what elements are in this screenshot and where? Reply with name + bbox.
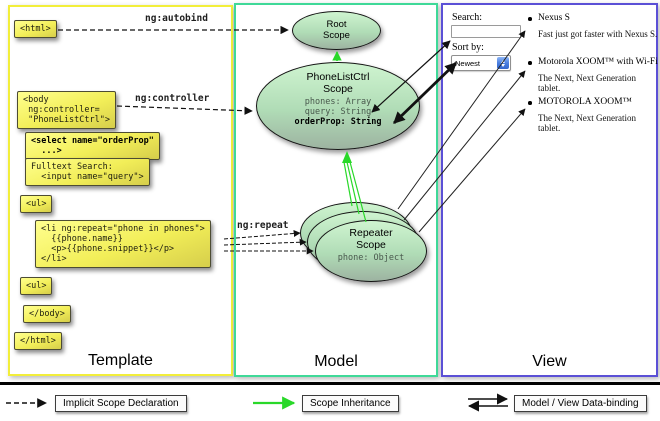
view-item-desc: The Next, Next Generation tablet. <box>538 113 636 133</box>
repeater-scope-prop: phone: Object <box>337 253 405 263</box>
view-panel-title: View <box>532 353 567 370</box>
view-item-title: Nexus S <box>538 13 570 23</box>
repeater-scope-ellipse: Repeater Scope phone: Object <box>315 220 427 282</box>
model-panel-title: Model <box>314 353 358 370</box>
stepper-down-icon <box>501 63 505 67</box>
root-scope-ellipse: Root Scope <box>292 11 381 50</box>
code-box-li-repeat: <li ng:repeat="phone in phones"> {{phone… <box>35 220 211 268</box>
template-panel-title: Template <box>88 352 153 369</box>
view-item-title: Motorola XOOM™ with Wi-Fi <box>538 57 658 67</box>
phonelistctrl-scope-orderprop: orderProp: String <box>294 117 382 127</box>
phonelistctrl-scope-title: PhoneListCtrl Scope <box>306 71 370 95</box>
ng-controller-label: ng:controller <box>135 93 210 104</box>
phonelistctrl-scope-ellipse: PhoneListCtrl Scope phones: Array query:… <box>256 62 420 150</box>
model-panel: Model <box>234 3 438 377</box>
code-box-body-close: </body> <box>23 305 71 323</box>
view-item-desc: The Next, Next Generation tablet. <box>538 73 636 93</box>
view-item-title: MOTOROLA XOOM™ <box>538 97 632 107</box>
code-box-html-close: </html> <box>14 332 62 350</box>
code-box-html-open: <html> <box>14 20 57 38</box>
ng-repeat-label: ng:repeat <box>237 220 289 231</box>
code-box-ul-open: <ul> <box>20 195 53 213</box>
legend-implicit-scope: Implicit Scope Declaration <box>55 395 187 412</box>
code-box-body-open: <body ng:controller= "PhoneListCtrl"> <box>17 91 116 129</box>
legend-scope-inheritance: Scope Inheritance <box>302 395 399 412</box>
phonelistctrl-scope-props: phones: Array query: String <box>304 97 372 117</box>
sort-by-label: Sort by: <box>452 42 484 53</box>
code-box-select-orderprop: <select name="orderProp" ...> <box>25 132 160 160</box>
select-stepper-icon <box>497 57 509 69</box>
sort-select-value: Newest <box>455 58 481 68</box>
ng-autobind-label: ng:autobind <box>145 13 208 24</box>
view-item-desc: Fast just got faster with Nexus S. <box>538 29 658 39</box>
bullet-icon <box>528 61 532 65</box>
search-label: Search: <box>452 12 482 23</box>
legend-separator <box>0 382 660 385</box>
code-box-fulltext-search: Fulltext Search: <input name="query"> <box>25 158 150 186</box>
sort-select[interactable]: Newest <box>451 55 511 71</box>
root-scope-title: Root Scope <box>323 19 350 41</box>
bullet-icon <box>528 17 532 21</box>
search-input[interactable] <box>451 25 521 38</box>
code-box-ul-close: <ul> <box>20 277 53 295</box>
repeater-scope-title: Repeater Scope <box>349 227 393 251</box>
bullet-icon <box>528 101 532 105</box>
legend-data-binding: Model / View Data-binding <box>514 395 647 412</box>
stepper-up-icon <box>501 59 505 63</box>
